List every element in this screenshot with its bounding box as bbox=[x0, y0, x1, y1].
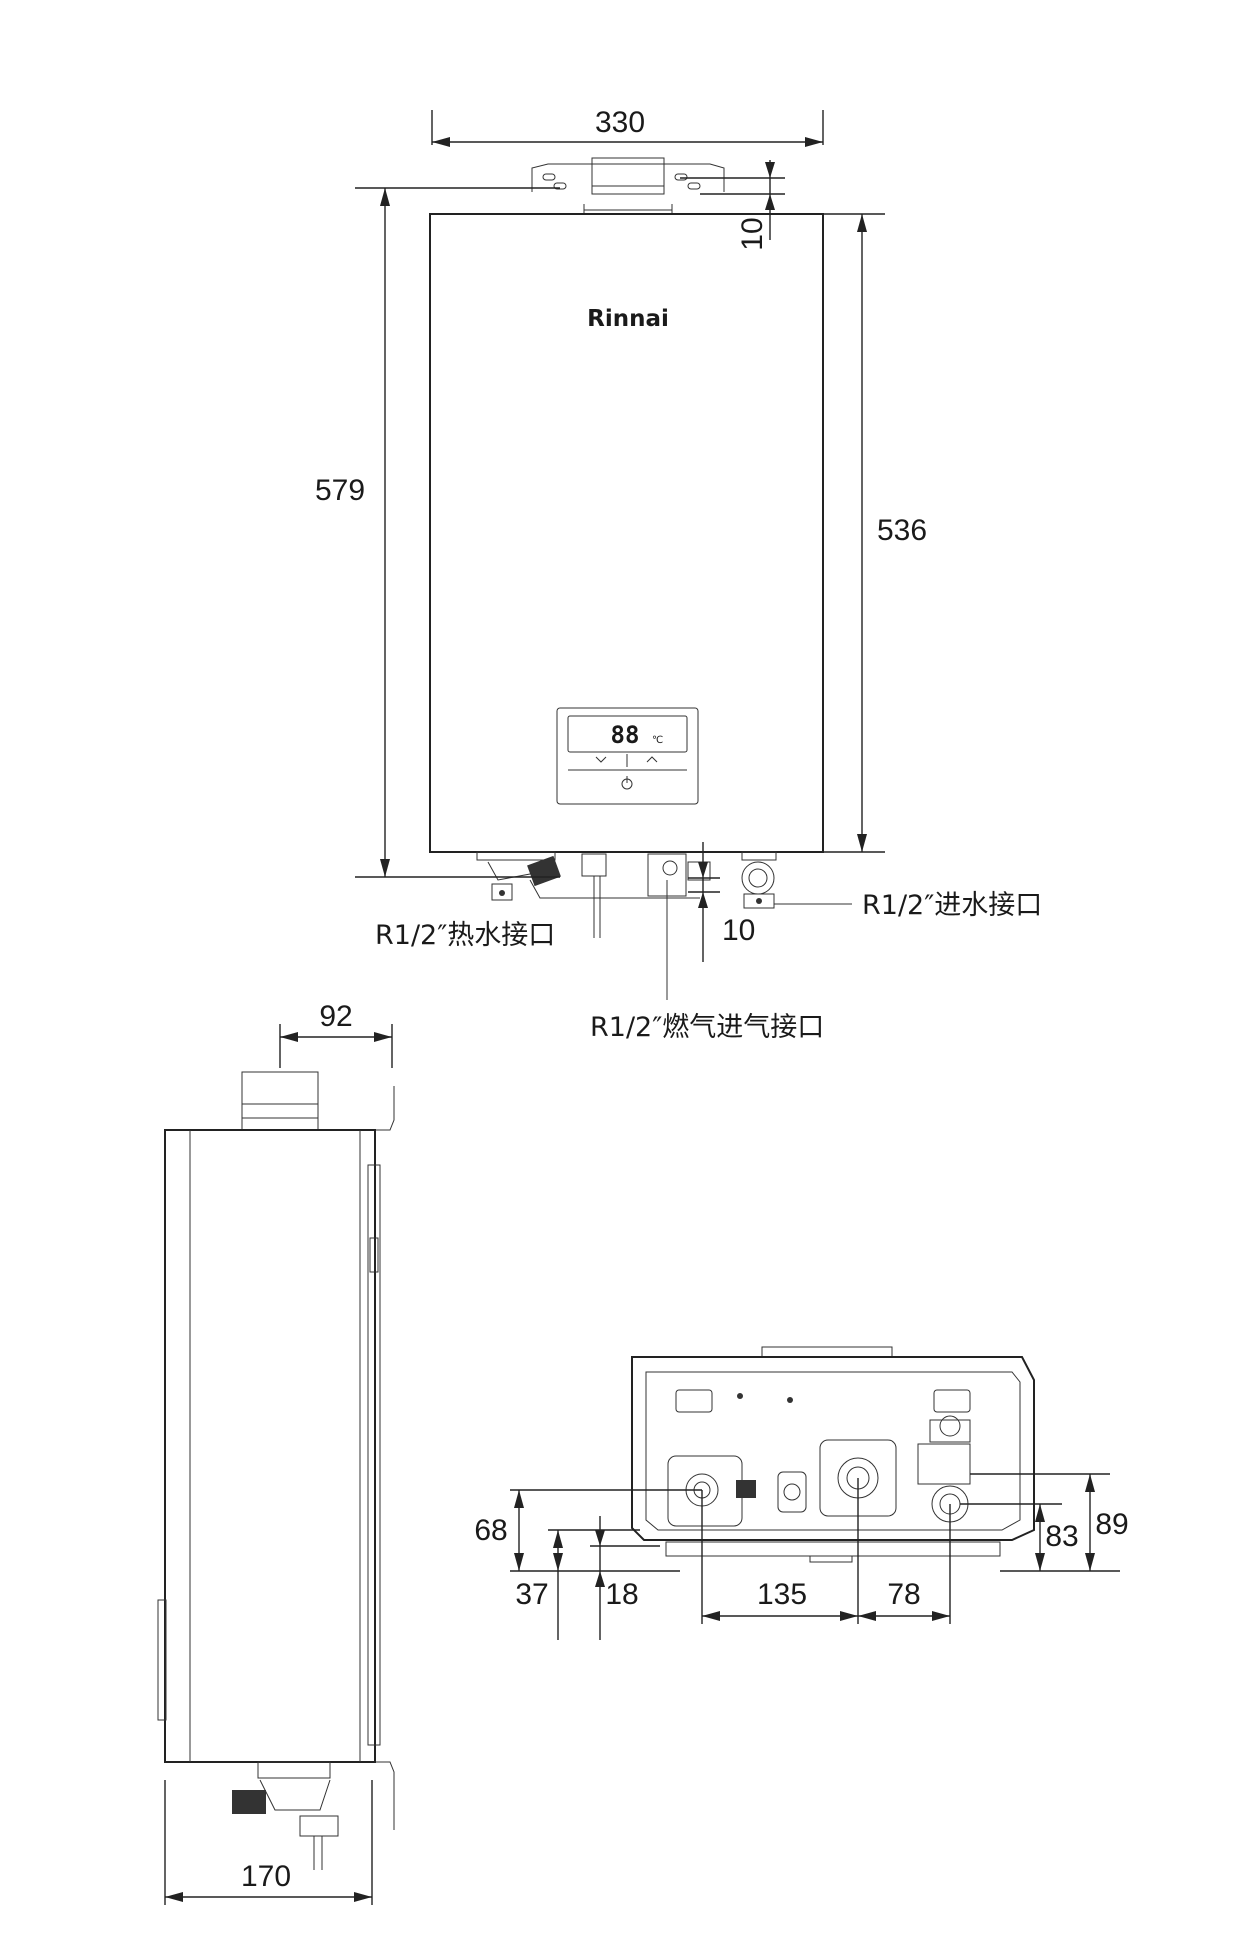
gas-valve bbox=[581, 853, 607, 877]
side-front-cover bbox=[367, 1164, 381, 1746]
side-valve-body bbox=[259, 1779, 331, 1811]
heater-body-side bbox=[164, 1129, 376, 1763]
display-reading: 88 bbox=[611, 721, 640, 749]
front-view: Rinnai 88 ℃ 330 bbox=[315, 106, 1042, 1043]
hot-water-port-nut bbox=[736, 1480, 756, 1498]
arrow-head bbox=[280, 1032, 298, 1042]
arrow-head bbox=[765, 162, 775, 178]
heater-body-front bbox=[429, 213, 824, 853]
bottom-plate-left bbox=[476, 851, 556, 861]
label-gas: R1/2″燃气进气接口 bbox=[590, 1012, 824, 1043]
arrow-head bbox=[354, 1892, 372, 1902]
bottom-view-strip bbox=[665, 1541, 1001, 1557]
arrow-head bbox=[514, 1553, 524, 1571]
arrow-head bbox=[932, 1611, 950, 1621]
side-flue bbox=[241, 1071, 319, 1135]
cold-water-valve-body bbox=[929, 1419, 971, 1443]
drain-port bbox=[783, 1483, 801, 1501]
side-wall-bracket-top bbox=[372, 1086, 395, 1131]
side-wall-bracket-bottom bbox=[372, 1761, 395, 1830]
label-hot-water: R1/2″热水接口 bbox=[375, 920, 555, 951]
display-window bbox=[567, 715, 688, 753]
clip-right bbox=[933, 1389, 971, 1413]
arrow-head bbox=[857, 214, 867, 232]
clip-left bbox=[675, 1389, 713, 1413]
arrow-head bbox=[858, 1611, 876, 1621]
arrow-head bbox=[380, 859, 390, 877]
brand-logo: Rinnai bbox=[587, 306, 669, 332]
side-pipe-fitting bbox=[299, 1815, 339, 1837]
bracket-hole-right bbox=[674, 173, 688, 181]
arrow-head bbox=[1085, 1553, 1095, 1571]
dim-89-label: 89 bbox=[1095, 1508, 1128, 1541]
dim-18-label: 18 bbox=[605, 1578, 638, 1611]
drain-port-frame bbox=[777, 1471, 807, 1513]
arrow-head bbox=[1035, 1504, 1045, 1522]
dim-bracket-offset-label: 10 bbox=[736, 217, 769, 250]
dim-total-height-label: 579 bbox=[315, 474, 365, 507]
arrow-head bbox=[553, 1530, 563, 1548]
bracket-hole-left bbox=[542, 173, 556, 181]
dim-68-label: 68 bbox=[474, 1514, 507, 1547]
bottom-view-inner bbox=[645, 1371, 1021, 1531]
arrow-head bbox=[595, 1530, 605, 1546]
arrow-head bbox=[805, 137, 823, 147]
bottom-view: 68 37 18 135 78 83 bbox=[474, 1346, 1129, 1640]
side-rear-feature bbox=[157, 1599, 167, 1721]
label-cold-water: R1/2″进水接口 bbox=[862, 890, 1042, 921]
bracket-hole-right-2 bbox=[687, 182, 701, 190]
arrow-head bbox=[595, 1571, 605, 1587]
side-panel-feature bbox=[369, 1237, 379, 1273]
flue-collar bbox=[591, 157, 665, 195]
mounting-bracket bbox=[531, 163, 725, 192]
dim-135-label: 135 bbox=[757, 1578, 807, 1611]
side-view: 92 170 bbox=[157, 1000, 395, 1905]
dim-body-height-label: 536 bbox=[877, 514, 927, 547]
bracket-hole-left-2 bbox=[553, 182, 567, 190]
side-valve-nut bbox=[232, 1790, 266, 1814]
arrow-head bbox=[1085, 1474, 1095, 1492]
bottom-view-top-lip bbox=[761, 1346, 893, 1358]
arrow-head bbox=[702, 1611, 720, 1621]
cold-water-pipe-end bbox=[743, 893, 775, 909]
dim-bottom-offset-label: 10 bbox=[722, 914, 755, 947]
chevron-down-icon bbox=[595, 756, 607, 763]
display-unit: ℃ bbox=[652, 735, 663, 746]
arrow-head bbox=[514, 1490, 524, 1508]
dim-depth-label: 170 bbox=[241, 1860, 291, 1893]
bottom-plate-right bbox=[741, 851, 777, 861]
dim-83-label: 83 bbox=[1045, 1520, 1078, 1553]
bottom-view-tab bbox=[809, 1555, 853, 1563]
side-bottom-block bbox=[257, 1761, 331, 1779]
arrow-head bbox=[698, 892, 708, 908]
dim-width-label: 330 bbox=[595, 106, 645, 139]
gas-inlet-port bbox=[662, 860, 678, 876]
arrow-head bbox=[374, 1032, 392, 1042]
dim-37-label: 37 bbox=[515, 1578, 548, 1611]
cold-water-fitting bbox=[741, 861, 775, 895]
arrow-head bbox=[698, 862, 708, 878]
hot-water-pipe-end bbox=[491, 883, 513, 901]
chevron-up-icon bbox=[646, 756, 658, 763]
control-panel bbox=[556, 707, 699, 805]
arrow-head bbox=[432, 137, 450, 147]
hot-water-nut bbox=[527, 855, 561, 887]
arrow-head bbox=[165, 1892, 183, 1902]
cold-water-body bbox=[917, 1443, 971, 1485]
bottom-view-shell bbox=[631, 1356, 1035, 1541]
dim-78-label: 78 bbox=[887, 1578, 920, 1611]
arrow-head bbox=[1035, 1553, 1045, 1571]
dim-flue-offset-label: 92 bbox=[319, 1000, 352, 1033]
arrow-head bbox=[857, 834, 867, 852]
arrow-head bbox=[765, 194, 775, 210]
arrow-head bbox=[840, 1611, 858, 1621]
arrow-head bbox=[553, 1553, 563, 1571]
arrow-head bbox=[380, 188, 390, 206]
